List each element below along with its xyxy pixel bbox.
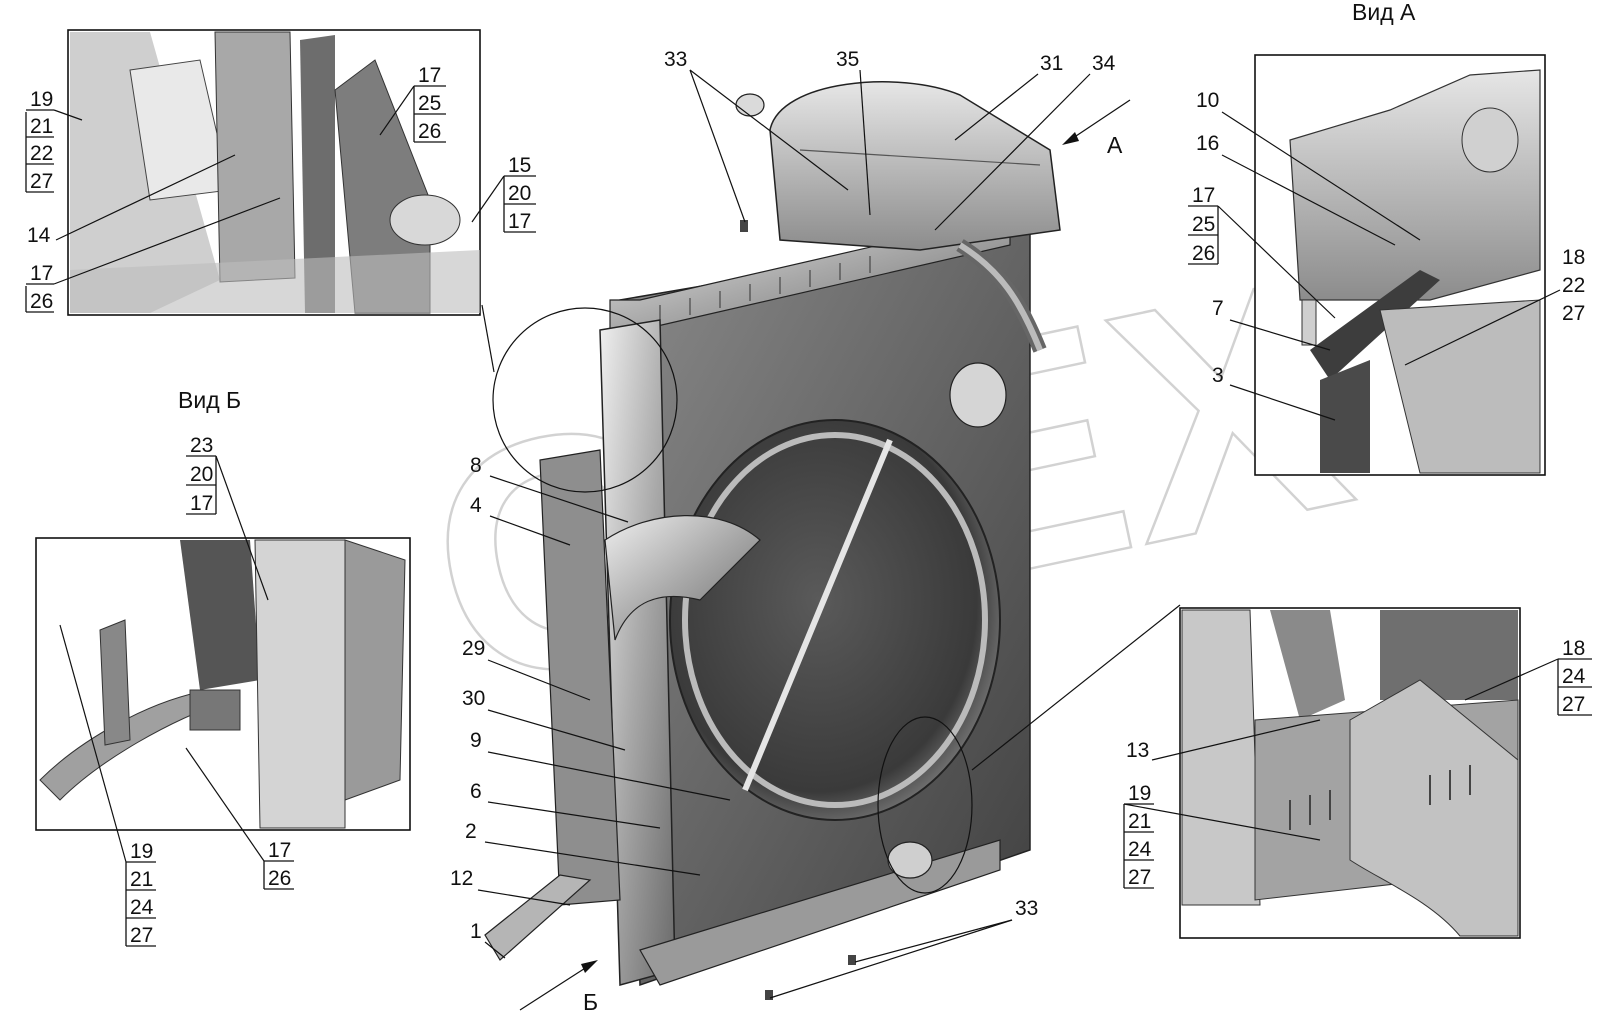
callout-27: 27 [30,170,53,193]
view-b-title: Вид Б [178,387,241,413]
callout-3: 3 [1212,364,1224,387]
callout-9: 9 [470,729,482,752]
detail-link-top [481,304,495,373]
callout-25: 25 [418,92,441,115]
radiator-assembly [484,81,1061,1000]
callout-26: 26 [418,120,441,143]
callout-33: 33 [664,48,687,71]
detail-link-bottom [971,604,1181,771]
callout-24: 24 [1562,665,1586,688]
callout-35: 35 [836,48,859,71]
callout-7: 7 [1212,297,1224,320]
callout-25: 25 [1192,213,1215,236]
callout-17: 17 [190,492,213,515]
callout-17: 17 [1192,184,1215,207]
callout-15: 15 [508,154,531,177]
detail-box-view-a [1254,54,1546,476]
callout-17: 17 [508,210,531,233]
clip-lower-1 [848,955,856,965]
expansion-tank-seam [799,149,1041,166]
callout-14: 14 [27,224,51,247]
callout-27: 27 [130,924,153,947]
detail-circle-top [492,307,678,493]
callout-22: 22 [30,142,53,165]
callout-27: 27 [1562,302,1585,325]
view-arrow-b-letter: Б [583,989,598,1015]
callout-18: 18 [1562,637,1585,660]
callout-10: 10 [1196,89,1219,112]
view-arrow-b [519,960,598,1011]
callout-17: 17 [418,64,441,87]
callout-20: 20 [190,463,213,486]
bracket-plate-14 [214,31,296,283]
view-a-title: Вид А [1352,0,1416,25]
clip-upper [740,220,748,232]
callout-17: 17 [30,262,53,285]
callout-16: 16 [1196,132,1219,155]
air-duct [604,515,761,641]
callout-27: 27 [1128,866,1151,889]
detail-box-bottom-right [1179,607,1521,939]
callouts-top-left: 19 21 22 27 14 17 26 17 25 26 15 20 17 [25,64,536,313]
fan-shroud [669,419,1001,821]
callout-31: 31 [1040,52,1063,75]
callout-13: 13 [1126,739,1149,762]
detail-box-view-b [35,537,411,831]
callout-29: 29 [462,637,485,660]
view-arrow-a [1062,99,1131,145]
callout-26: 26 [268,867,291,890]
callout-21: 21 [30,115,53,138]
callout-4: 4 [470,494,482,517]
lower-bracket [484,874,592,961]
callout-20: 20 [508,182,531,205]
shroud-brace [742,438,893,792]
callout-21: 21 [130,868,153,891]
callouts-bottom-right: 18 24 27 13 19 21 24 27 [1123,637,1592,889]
callout-34: 34 [1092,52,1116,75]
radiator-top-fins [659,256,871,322]
callout-12: 12 [450,867,473,890]
detail-box-top-left [67,29,481,316]
upper-hose-neck [949,362,1007,428]
detail-circle-bottom [877,716,973,894]
expansion-tank [769,81,1061,251]
callout-27: 27 [1562,693,1585,716]
callout-2: 2 [465,820,477,843]
callout-30: 30 [462,687,485,710]
callout-33: 33 [1015,897,1038,920]
clip-lower-2 [765,990,773,1000]
fan-shroud-ring [682,432,988,808]
callout-23: 23 [190,434,213,457]
filler-cap [735,93,765,117]
callout-24: 24 [130,896,154,919]
callouts-view-a: 10 16 17 25 26 7 3 18 22 27 [1188,89,1585,421]
callout-18: 18 [1562,246,1585,269]
bracket-3 [1320,360,1370,473]
callout-19: 19 [30,88,53,111]
callout-26: 26 [30,290,53,313]
callout-6: 6 [470,780,482,803]
view-arrow-a-letter: А [1107,132,1123,158]
callout-21: 21 [1128,810,1151,833]
callouts-view-b: 23 20 17 19 21 24 27 17 26 [59,434,294,947]
callout-1: 1 [470,920,482,943]
callout-19: 19 [130,840,153,863]
callout-22: 22 [1562,274,1585,297]
callout-26: 26 [1192,242,1215,265]
side-bracket-plate [539,449,621,906]
callout-24: 24 [1128,838,1152,861]
callout-19: 19 [1128,782,1151,805]
callouts-main: 33 35 31 34 8 4 29 30 9 6 2 12 1 33 [450,48,1116,999]
bracket-7 [1310,270,1440,380]
callout-8: 8 [470,454,482,477]
callout-17: 17 [268,839,291,862]
